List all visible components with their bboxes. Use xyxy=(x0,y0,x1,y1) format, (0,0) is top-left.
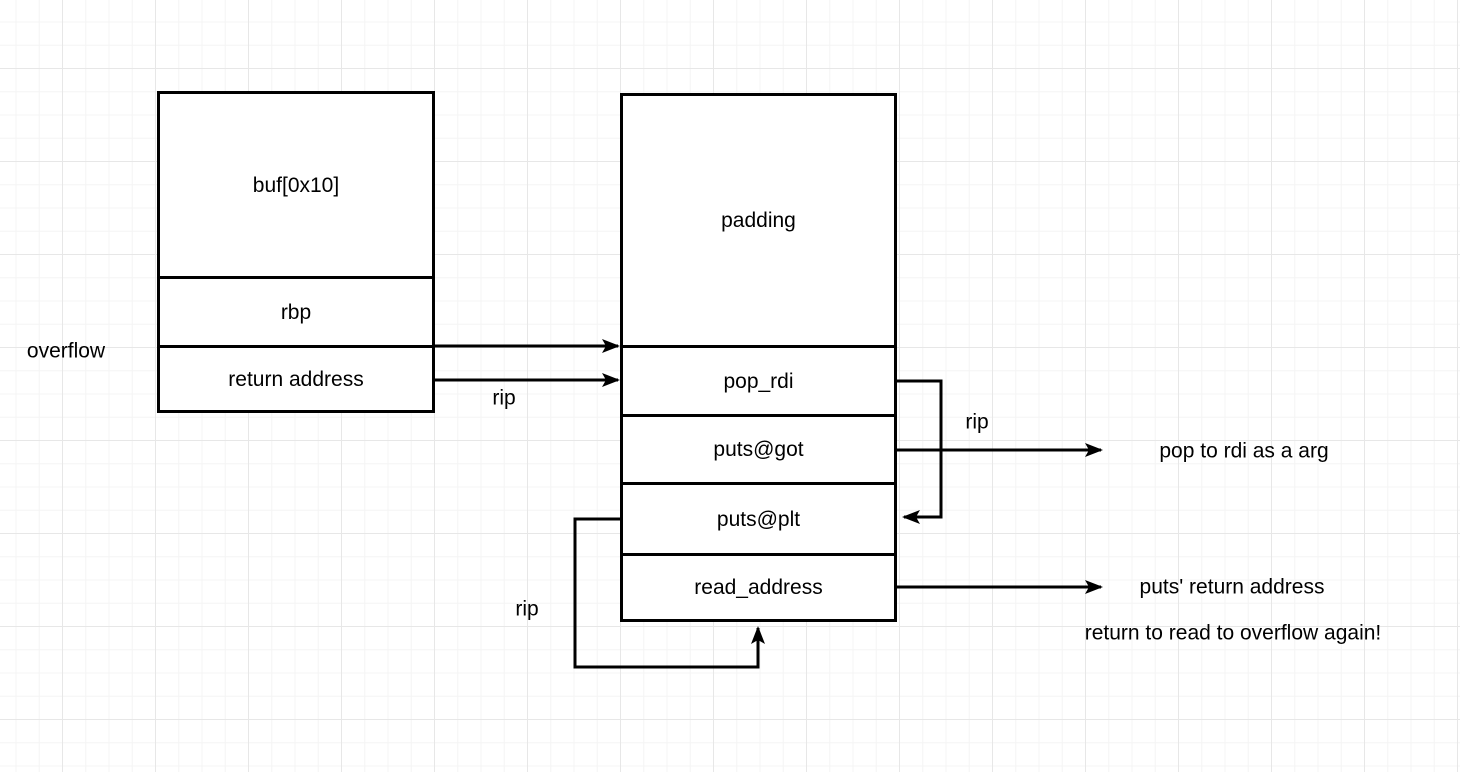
rip-label-loop: rip xyxy=(515,597,539,621)
stack-row-return-address-label: return address xyxy=(228,367,364,391)
stack-row-rbp-label: rbp xyxy=(280,300,312,324)
stack-row-return-address: return address xyxy=(160,345,432,410)
overflow-label: overflow xyxy=(26,339,106,363)
rop-payload-box: padding pop_rdi puts@got puts@plt read_a… xyxy=(620,93,897,622)
rop-row-puts-plt-label: puts@plt xyxy=(716,507,801,531)
rop-row-puts-got: puts@got xyxy=(623,414,894,482)
stack-row-buf-label: buf[0x10] xyxy=(252,173,340,197)
puts-return-address-note: puts' return address xyxy=(1139,575,1325,599)
stack-frame-box: buf[0x10] rbp return address xyxy=(157,91,435,413)
rop-row-pop-rdi-label: pop_rdi xyxy=(723,369,794,393)
rop-row-puts-got-label: puts@got xyxy=(713,438,804,461)
stack-row-buf: buf[0x10] xyxy=(160,94,432,276)
return-to-read-note: return to read to overflow again! xyxy=(1084,621,1382,645)
arrow-pop-rdi-to-puts-plt xyxy=(897,379,943,524)
rop-row-pop-rdi: pop_rdi xyxy=(623,345,894,414)
rop-row-padding: padding xyxy=(623,96,894,345)
rip-label-overflow: rip xyxy=(492,386,516,410)
rop-row-read-address: read_address xyxy=(623,553,894,619)
rop-row-puts-plt: puts@plt xyxy=(623,482,894,553)
rop-row-padding-label: padding xyxy=(721,209,796,232)
rop-row-read-address-label: read_address xyxy=(694,576,823,599)
rip-label-gadget: rip xyxy=(965,410,989,434)
stack-row-rbp: rbp xyxy=(160,276,432,345)
pop-to-rdi-note: pop to rdi as a arg xyxy=(1159,439,1329,463)
